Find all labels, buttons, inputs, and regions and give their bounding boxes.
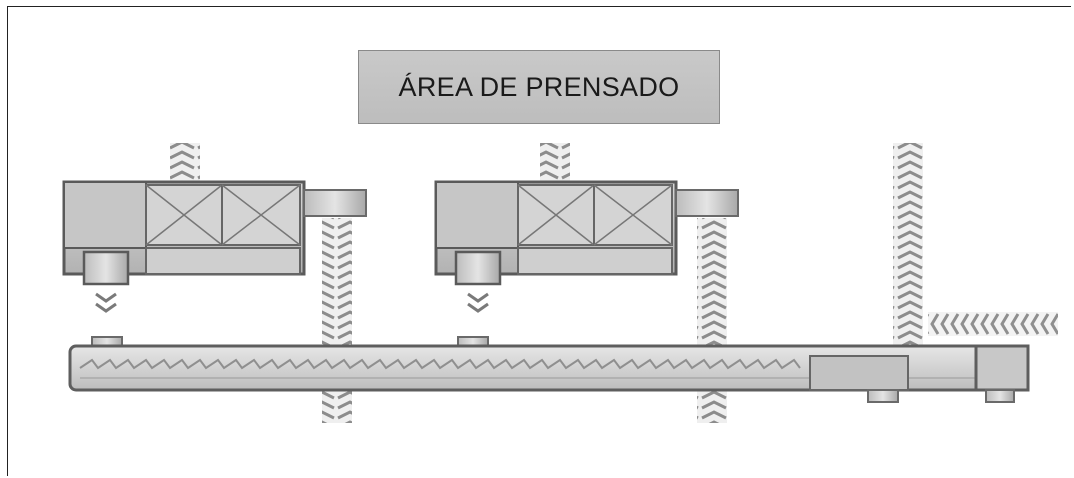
flow-chevron-inlet-horizontal: [928, 312, 1058, 336]
press-unit-icon-2: [434, 180, 739, 313]
area-title-box: ÁREA DE PRENSADO: [358, 50, 720, 124]
flow-chevron-column-2: [540, 143, 570, 183]
diagram-frame: [7, 6, 1071, 476]
flow-chevron-column-3: [322, 218, 352, 423]
press-unit-icon-1: [62, 180, 367, 313]
flow-chevron-column-1: [170, 143, 200, 183]
screw-conveyor-icon: [68, 336, 1030, 403]
flow-chevron-column-4: [697, 218, 727, 423]
area-title: ÁREA DE PRENSADO: [398, 71, 680, 102]
flow-chevron-column-5: [893, 143, 923, 348]
